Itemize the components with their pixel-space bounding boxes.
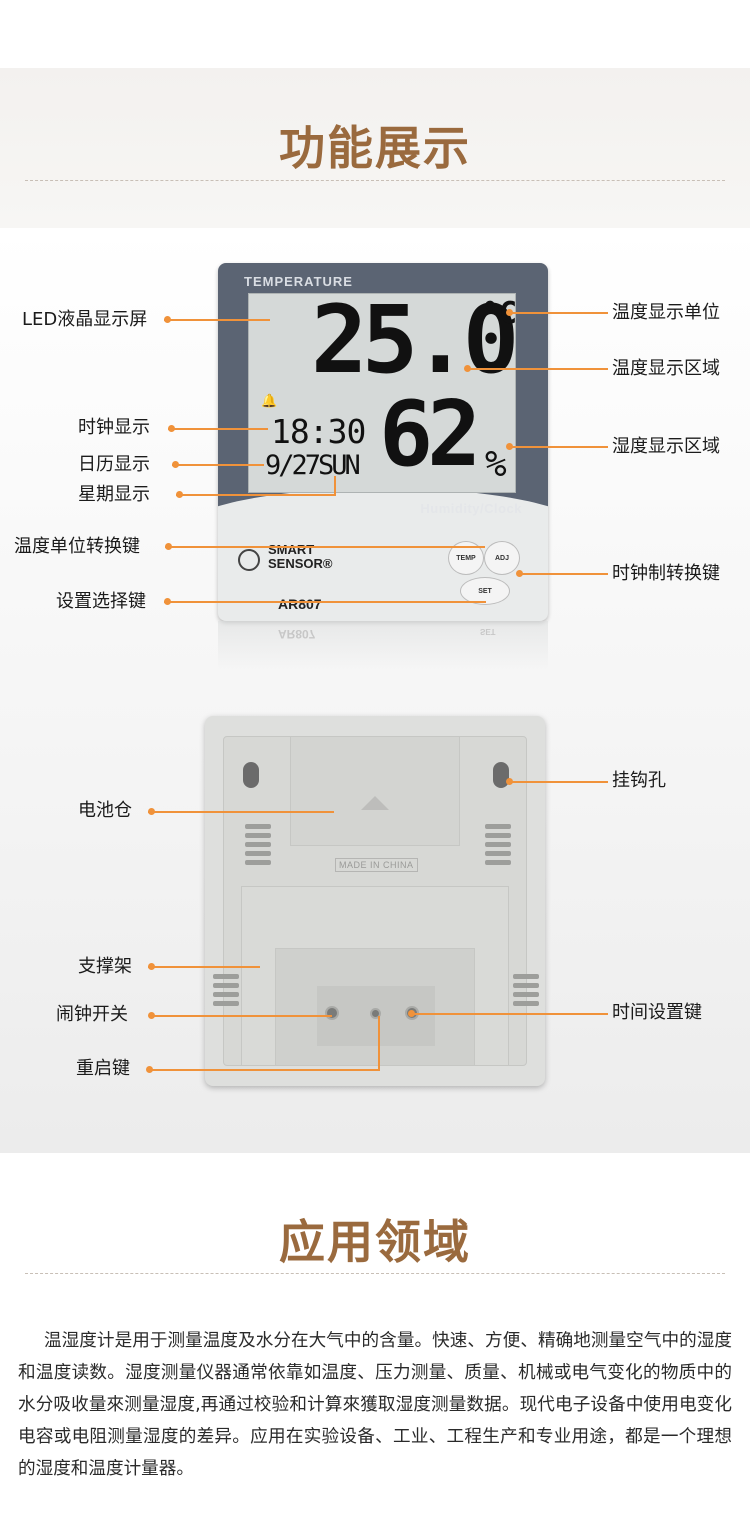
application-description: 温湿度计是用于测量温度及水分在大气中的含量。快速、方便、精确地测量空气中的湿度和… [18, 1331, 732, 1479]
leader-battery [148, 811, 334, 813]
battery-cover [290, 736, 460, 846]
application-section-title: 应用领域 [279, 1215, 471, 1269]
thermo-hygrometer-back: MADE IN CHINA [205, 716, 545, 1086]
callout-hook-hole: 挂钩孔 [612, 770, 666, 791]
leader-time-set-key [412, 1013, 608, 1015]
leader-dot [176, 491, 183, 498]
leader-led-screen [164, 319, 270, 321]
leader-set-key [164, 601, 486, 603]
device-temperature-label: TEMPERATURE [244, 274, 353, 289]
leader-reset-key [148, 1069, 380, 1071]
callout-alarm-switch: 闹钟开关 [56, 1004, 128, 1025]
leader-dot [164, 316, 171, 323]
callout-temp-unit-key: 温度单位转换键 [14, 536, 140, 557]
leader-dot [506, 309, 513, 316]
leader-stand [148, 966, 260, 968]
callout-led-screen: LED液晶显示屏 [22, 309, 148, 330]
alarm-switch[interactable] [325, 1006, 339, 1020]
date-weekday-reading: 9/27SUN [265, 450, 361, 481]
callout-time-set-key: 时间设置键 [612, 1002, 702, 1023]
clock-reading: 18:30 [271, 412, 366, 451]
feature-title-divider [25, 180, 725, 181]
humidity-reading: 62 [379, 382, 481, 487]
leader-clock-mode-key [518, 573, 608, 575]
leader-dot [148, 963, 155, 970]
leader-dot [148, 1012, 155, 1019]
leader-temp-unit-key [165, 546, 485, 548]
set-button[interactable]: SET [460, 577, 510, 605]
leader-dot [164, 598, 171, 605]
stand-cutout [275, 948, 475, 1066]
leader-reset-key-vertical [378, 1016, 380, 1071]
device-reflection: AR807 SET [218, 621, 548, 671]
device-panel-label: Humidity/Clock [420, 501, 522, 516]
bell-icon: 🔔 [261, 394, 278, 409]
right-side-vent [513, 974, 539, 1010]
callout-reset-key: 重启键 [76, 1058, 130, 1079]
model-number: AR807 [278, 596, 322, 612]
leader-dot [148, 808, 155, 815]
leader-dot [408, 1010, 415, 1017]
right-vent [485, 824, 511, 869]
leader-hook-hole [508, 781, 608, 783]
callout-stand: 支撑架 [78, 956, 132, 977]
arrow-up-icon [361, 796, 389, 810]
leader-temp-area [466, 368, 608, 370]
leader-calendar-display [172, 464, 264, 466]
leader-alarm-switch [150, 1015, 332, 1017]
leader-clock-display [168, 428, 268, 430]
leader-temp-unit-display [508, 312, 608, 314]
left-hook-hole [243, 762, 259, 788]
lcd-screen: 25.0 °C 🔔 18:30 9/27SUN 62 % [248, 286, 519, 493]
leader-dot [165, 543, 172, 550]
callout-humidity-area: 湿度显示区域 [612, 436, 720, 457]
leader-dot [172, 461, 179, 468]
reset-button[interactable] [370, 1008, 381, 1019]
reflection-set: SET [480, 627, 496, 636]
left-side-vent [213, 974, 239, 1010]
leader-dot [506, 778, 513, 785]
application-title-divider [25, 1273, 725, 1274]
callout-temp-unit-display: 温度显示单位 [612, 302, 720, 323]
leader-dot [516, 570, 523, 577]
leader-dot [146, 1066, 153, 1073]
leader-dot [506, 443, 513, 450]
right-hook-hole [493, 762, 509, 788]
callout-clock-mode-key: 时钟制转换键 [612, 563, 720, 584]
leader-week-display [176, 494, 336, 496]
made-in-china-stamp: MADE IN CHINA [335, 858, 418, 872]
leader-humidity-area [508, 446, 608, 448]
brand-logo-icon [238, 549, 260, 571]
callout-battery: 电池仓 [78, 800, 132, 821]
callout-temp-area: 温度显示区域 [612, 358, 720, 379]
brand-line-2: SENSOR® [268, 556, 333, 571]
leader-dot [168, 425, 175, 432]
callout-set-key: 设置选择键 [56, 591, 146, 612]
feature-section-title: 功能展示 [279, 121, 471, 175]
callout-calendar-display: 日历显示 [78, 454, 150, 475]
adj-button[interactable]: ADJ [484, 541, 520, 575]
left-vent [245, 824, 271, 869]
reflection-model: AR807 [278, 627, 316, 641]
callout-week-display: 星期显示 [78, 484, 150, 505]
leader-dot [464, 365, 471, 372]
callout-clock-display: 时钟显示 [78, 417, 150, 438]
temperature-reading: 25.0 [311, 286, 519, 395]
leader-week-display-vertical [334, 476, 336, 496]
feature-header-band [0, 68, 750, 228]
thermo-hygrometer-front: TEMPERATURE 25.0 °C 🔔 18:30 9/27SUN 62 %… [218, 263, 548, 621]
humidity-unit: % [485, 444, 507, 485]
